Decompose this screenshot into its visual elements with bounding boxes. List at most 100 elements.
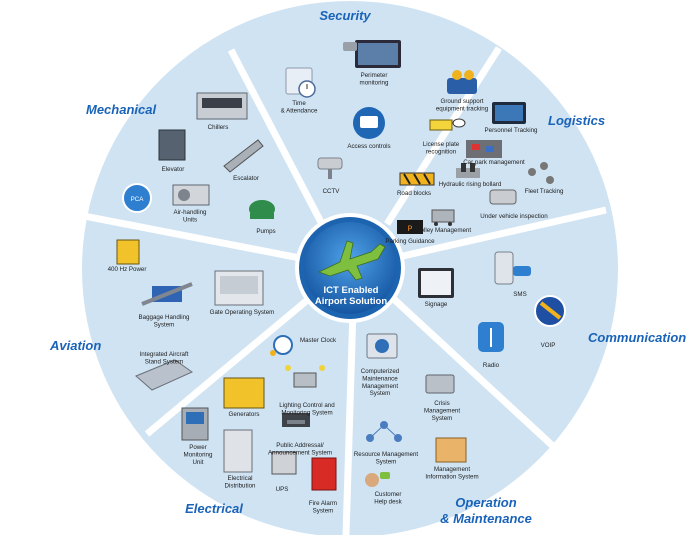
voip-icon (535, 296, 565, 326)
label-license-line: recognition (426, 148, 457, 155)
label-bollard-line: Hydraulic rising bollard (439, 181, 502, 188)
label-cmms-line: Management (362, 383, 398, 390)
label-pca-line: PCA (131, 196, 145, 203)
label-cmms-line: Maintenance (362, 375, 398, 382)
label-stand-line: Stand System (145, 358, 184, 365)
label-parking-line: Parking Guidance (385, 238, 435, 245)
label-cctv-line: CCTV (323, 188, 341, 195)
label-generators-line: Generators (229, 411, 260, 418)
elevator-icon (159, 130, 185, 160)
category-communication: Communication (588, 330, 686, 345)
air-handling-icon (173, 185, 209, 205)
label-carpark-line: Car park management (463, 159, 525, 166)
label-ground-line: equipment tracking (436, 105, 489, 112)
label-pa-line: Public Addressal/ (276, 442, 324, 449)
label-undervehicle-line: Under vehicle inspection (480, 213, 548, 220)
label-crisis-line: Crisis (434, 400, 449, 407)
label-radio: Radio (483, 362, 500, 369)
fire-alarm-icon (312, 458, 336, 490)
category-maintenance: & Maintenance (440, 511, 532, 526)
radio-tower-icon (478, 322, 504, 352)
label-voip-line: VOIP (541, 342, 556, 349)
hub: ICT Enabled Airport Solution (295, 213, 405, 323)
category-electrical: Electrical (185, 501, 243, 516)
svg-text:P: P (408, 225, 413, 234)
label-trolley-line: Trolley Management (415, 227, 471, 234)
label-time-line: & Attendance (281, 107, 318, 114)
label-roadblocks: Road blocks (397, 190, 431, 197)
label-helpdesk-line: Help desk (374, 498, 402, 505)
label-pumps: Pumps (256, 228, 275, 235)
label-access-line: Access controls (347, 143, 390, 150)
under-vehicle-icon (490, 190, 516, 204)
label-lighting-line: Lighting Control and (279, 402, 335, 409)
label-roadblocks-line: Road blocks (397, 190, 431, 197)
signage-screen-icon (418, 268, 454, 298)
label-parking: Parking Guidance (385, 238, 435, 245)
label-bollard: Hydraulic rising bollard (439, 181, 502, 188)
label-escalator: Escalator (233, 175, 259, 182)
label-mis-line: Information System (425, 473, 478, 480)
label-masterclock: Master Clock (300, 337, 337, 344)
label-hz400: 400 Hz Power (108, 266, 147, 273)
label-mis-line: Management (434, 466, 470, 473)
label-power-line: Monitoring (184, 451, 213, 458)
label-signage: Signage (425, 301, 448, 308)
label-sms-line: SMS (513, 291, 526, 298)
label-elevator: Elevator (162, 166, 185, 173)
label-personnel: Personnel Tracking (485, 127, 539, 134)
label-airhandling-line: Units (183, 216, 197, 223)
cmms-gear-icon (367, 334, 397, 358)
label-sms: SMS (513, 291, 526, 298)
label-elecdist-line: Electrical (227, 475, 252, 482)
label-cctv: CCTV (323, 188, 341, 195)
label-access: Access controls (347, 143, 390, 150)
label-radio-line: Radio (483, 362, 500, 369)
label-hz400-line: 400 Hz Power (108, 266, 147, 273)
hub-title-line2: Airport Solution (315, 296, 387, 307)
power-unit-icon (117, 240, 139, 264)
boxes-icon (436, 438, 466, 462)
label-perimeter-line: Perimeter (361, 72, 388, 79)
label-gate: Gate Operating System (210, 309, 275, 316)
label-ups-line: UPS (276, 486, 289, 493)
chillers-icon (197, 93, 247, 119)
label-baggage-line: Baggage Handling (139, 314, 190, 321)
label-fleet-line: Fleet Tracking (525, 188, 564, 195)
category-logistics: Logistics (548, 113, 605, 128)
label-airhandling-line: Air-handling (173, 209, 207, 216)
label-trolley: Trolley Management (415, 227, 471, 234)
calendar-clock-icon (286, 68, 315, 97)
label-signage-line: Signage (425, 301, 448, 308)
label-firealarm-line: Fire Alarm (309, 500, 337, 507)
label-chillers: Chillers (208, 124, 229, 131)
label-voip: VOIP (541, 342, 556, 349)
label-ups: UPS (276, 486, 289, 493)
hub-title-line1: ICT Enabled (324, 285, 379, 296)
label-escalator-line: Escalator (233, 175, 259, 182)
electrical-distribution-icon (224, 430, 252, 472)
category-operation: Operation (455, 495, 516, 510)
label-generators: Generators (229, 411, 260, 418)
label-stand: Integrated AircraftStand System (140, 351, 189, 365)
label-carpark: Car park management (463, 159, 525, 166)
label-crisis-line: Management (424, 407, 460, 414)
car-park-icon (466, 140, 502, 158)
label-helpdesk-line: Customer (375, 491, 402, 498)
label-resource-line: Resource Management (354, 451, 419, 458)
label-masterclock-line: Master Clock (300, 337, 337, 344)
label-crisis-line: System (432, 415, 453, 422)
label-resource-line: System (376, 458, 397, 465)
generator-icon (224, 378, 264, 408)
label-license: License platerecognition (423, 141, 460, 155)
label-personnel-line: Personnel Tracking (485, 127, 539, 134)
label-pumps-line: Pumps (256, 228, 275, 235)
label-baggage-line: System (154, 321, 175, 328)
label-ground-line: Ground support (441, 98, 484, 105)
label-elecdist-line: Distribution (225, 482, 257, 489)
label-pa: Public Addressal/Announcement System (268, 442, 332, 456)
